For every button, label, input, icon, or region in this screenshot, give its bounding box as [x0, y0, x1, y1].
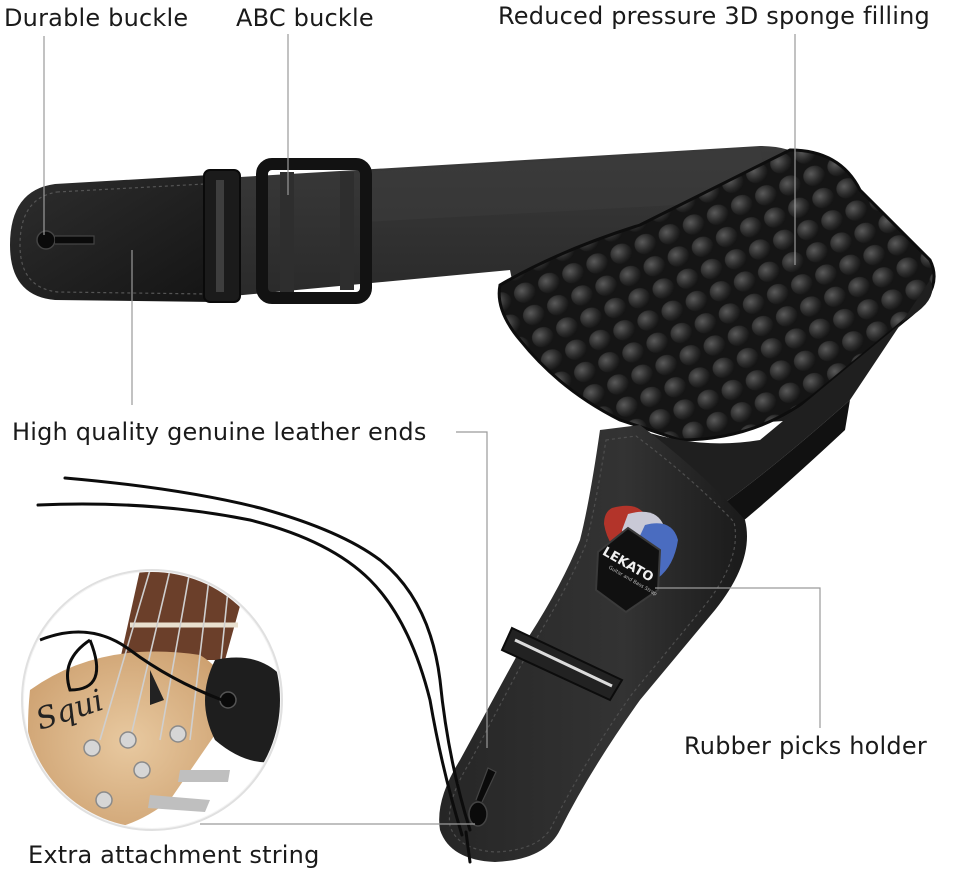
sponge-pad — [497, 148, 936, 540]
leader-lines — [43, 34, 821, 825]
strap-button-hole-icon — [468, 767, 497, 827]
left-leather-end — [10, 175, 215, 302]
callout-abc-buckle: ABC buckle — [236, 4, 374, 32]
callout-sponge-filling: Reduced pressure 3D sponge filling — [498, 2, 930, 30]
callout-durable-buckle: Durable buckle — [4, 4, 189, 32]
abc-buckle — [256, 158, 372, 304]
headstock-inset: Squi — [21, 569, 283, 831]
callout-picks-holder: Rubber picks holder — [684, 732, 927, 760]
attachment-string — [36, 476, 472, 864]
lekato-badge: LEKATO Guitar and Bass Strap — [594, 526, 662, 614]
durable-buckle — [203, 169, 241, 303]
callout-attachment-string: Extra attachment string — [28, 841, 320, 869]
lower-leather-end — [439, 425, 747, 862]
strap-button-hole-icon — [36, 230, 95, 250]
callout-leather-ends: High quality genuine leather ends — [12, 418, 427, 446]
